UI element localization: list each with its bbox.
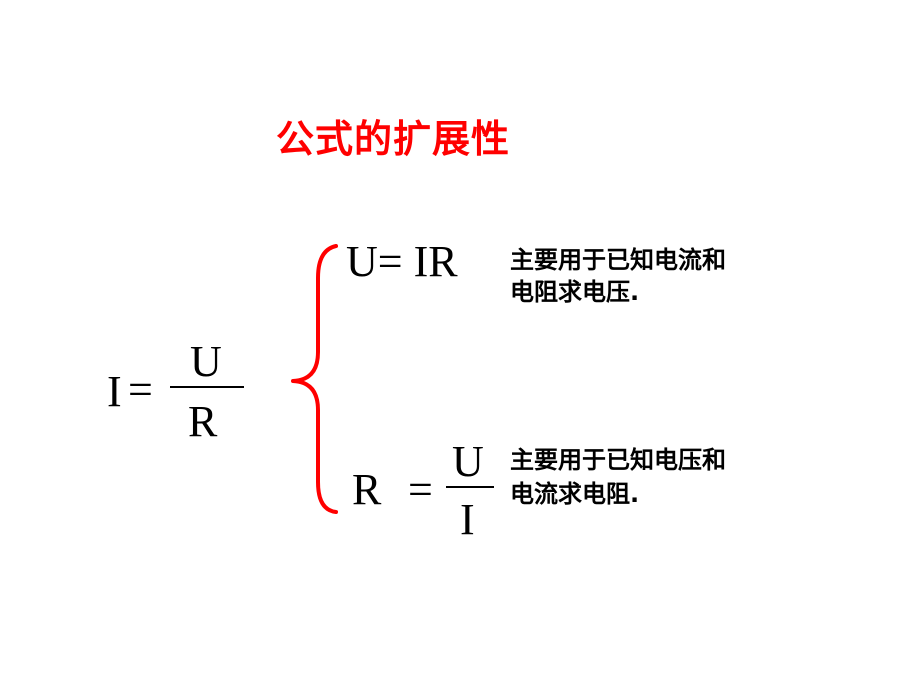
derived-formula-2-lhs: R bbox=[352, 465, 382, 514]
derived-formula-2-numerator: U bbox=[452, 437, 484, 486]
slide-title: 公式的扩展性 bbox=[276, 117, 511, 161]
main-formula-numerator: U bbox=[190, 337, 222, 386]
derived-formula-2-equals: = bbox=[408, 465, 433, 514]
main-formula-denominator: R bbox=[188, 397, 218, 446]
derived-formula-2-note-line1: 主要用于已知电压和 bbox=[510, 446, 726, 474]
main-formula-equals: = bbox=[128, 365, 153, 414]
derived-formula-2-note-line2: 电流求电阻. bbox=[510, 480, 640, 508]
derived-formula-1-text: U= IR bbox=[346, 237, 458, 286]
derived-formula-1-note-line1: 主要用于已知电流和 bbox=[510, 246, 726, 274]
derived-formula-1-note-line2: 电阻求电压. bbox=[510, 278, 640, 306]
derived-formula-2-denominator: I bbox=[460, 495, 475, 544]
main-formula-fraction-line bbox=[170, 386, 244, 388]
derived-formula-2-fraction-line bbox=[446, 486, 494, 488]
main-formula-lhs: I bbox=[107, 367, 122, 416]
